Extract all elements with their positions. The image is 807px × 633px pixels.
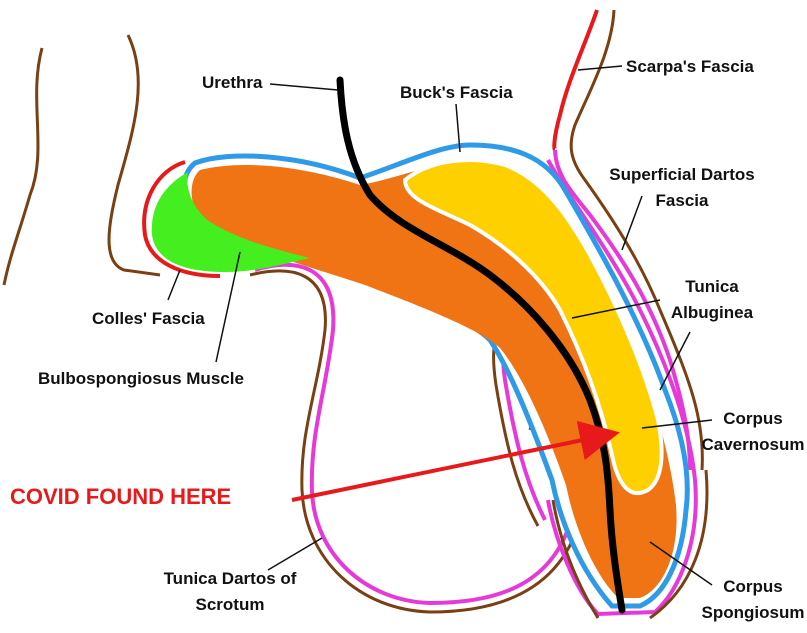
label-corpus-spongiosum-line2: Spongiosum bbox=[701, 603, 805, 622]
label-tunica-albuginea-line1: Tunica bbox=[685, 277, 739, 296]
colles-fascia-leader bbox=[167, 269, 181, 301]
bulbospongiosus-muscle bbox=[151, 172, 310, 272]
label-bucks-fascia: Buck's Fascia bbox=[400, 83, 513, 102]
scarpas-fascia-leader bbox=[577, 65, 623, 71]
abdominal-wall-outline bbox=[569, 9, 704, 471]
label-tunica-dartos-line2: Scrotum bbox=[195, 595, 265, 614]
scarpas-fascia-line bbox=[552, 9, 599, 152]
label-corpus-spongiosum-line1: Corpus bbox=[723, 577, 783, 596]
label-superficial-dartos-line1: Superficial Dartos bbox=[609, 165, 755, 184]
label-corpus-cavernosum: Corpus Cavernosum bbox=[700, 406, 806, 458]
colles-fascia-line bbox=[142, 160, 221, 278]
label-tunica-albuginea: Tunica Albuginea bbox=[662, 274, 762, 326]
covid-callout-text: COVID FOUND HERE bbox=[10, 484, 232, 509]
buttock-outline-left bbox=[2, 47, 44, 286]
bulbospongiosus-leader bbox=[215, 251, 241, 363]
label-tunica-albuginea-line2: Albuginea bbox=[670, 303, 754, 322]
label-tunica-dartos-line1: Tunica Dartos of bbox=[163, 569, 297, 588]
bucks-fascia-leader bbox=[455, 103, 461, 153]
label-scarpas-fascia: Scarpa's Fascia bbox=[626, 57, 754, 76]
label-bulbospongiosus-muscle: Bulbospongiosus Muscle bbox=[38, 369, 244, 388]
buttock-outline-right bbox=[107, 34, 161, 277]
label-corpus-spongiosum: Corpus Spongiosum bbox=[700, 574, 806, 626]
label-colles-fascia: Colles' Fascia bbox=[92, 309, 205, 328]
covid-callout-arrow bbox=[291, 420, 620, 502]
tunica-albuginea-leader bbox=[571, 299, 661, 319]
shaft-brown-outline bbox=[551, 469, 709, 620]
urethra-line bbox=[336, 76, 626, 614]
label-corpus-cavernosum-line1: Corpus bbox=[723, 409, 783, 428]
tunica-albuginea-leader-2 bbox=[659, 331, 691, 391]
corpus-cavernosum-leader bbox=[641, 419, 713, 429]
urethra-leader bbox=[269, 83, 339, 91]
label-superficial-dartos-fascia: Superficial Dartos Fascia bbox=[598, 162, 766, 214]
label-tunica-dartos-scrotum: Tunica Dartos of Scrotum bbox=[150, 566, 310, 618]
label-urethra: Urethra bbox=[202, 73, 263, 92]
label-corpus-cavernosum-line2: Cavernosum bbox=[701, 435, 805, 454]
superficial-dartos-leader bbox=[621, 195, 643, 251]
corpus-spongiosum-leader bbox=[649, 541, 713, 586]
corpus-cavernosum bbox=[402, 158, 664, 496]
tunica-dartos-scrotum-leader bbox=[267, 537, 323, 571]
label-superficial-dartos-line2: Fascia bbox=[655, 191, 709, 210]
